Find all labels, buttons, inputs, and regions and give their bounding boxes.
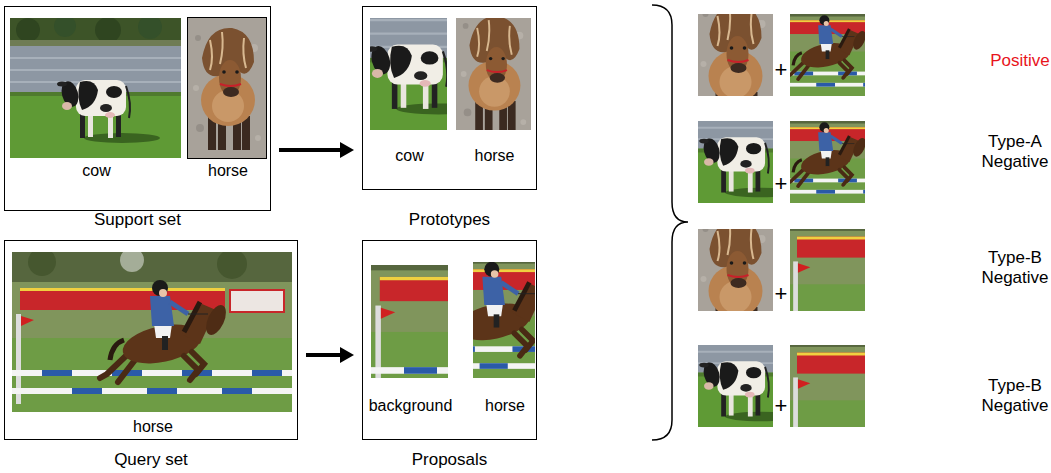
pair-image [790,229,865,311]
pair-image [698,14,773,96]
background-proposal-image [371,265,448,378]
arrow-shaft [279,148,342,152]
flow-arrow [306,347,354,363]
plus-sign: + [771,57,791,83]
arrow-head [340,347,354,363]
horse-proposal-image [473,262,535,378]
label-slot: + [771,171,791,197]
pair-image [790,121,865,203]
label-slot: Positive [970,51,1051,71]
pair-image [698,229,773,311]
pair-image [790,345,865,427]
flow-arrow [279,142,354,158]
image-label: horse [208,161,248,181]
image-tile: horse [13,253,293,439]
image-label: horse [474,146,514,166]
query-photo [12,252,292,412]
pair-image [790,14,865,96]
cow-prototype-image [370,18,447,130]
arrow-head [340,142,354,158]
pair-image [698,121,773,203]
image-label: horse [133,417,173,437]
group-caption: Proposals [363,450,536,470]
image-tile: horse [474,263,536,418]
group-caption: Support set [5,210,270,230]
plus-sign: + [771,393,791,419]
image-label: horse [485,396,525,416]
cow-photo [10,18,181,158]
arrow-shaft [306,353,342,357]
image-label: cow [82,161,110,181]
horse-photo [188,18,266,158]
label-slot: Type-A Negative [965,132,1051,173]
label-slot: Type-B Negative [965,248,1051,289]
negative-label: Type-B Negative [965,248,1051,289]
group-box: Support setcowhorse [4,6,271,211]
label-slot: + [771,393,791,419]
image-tile: cow [371,19,448,168]
image-tile: cow [11,19,182,183]
group-box: Proposalsbackgroundhorse [362,240,537,440]
image-label: background [369,396,453,416]
plus-sign: + [771,281,791,307]
group-caption: Query set [5,450,297,470]
label-slot: + [771,57,791,83]
group-caption: Prototypes [363,210,536,230]
image-label: cow [395,146,423,166]
negative-label: Type-B Negative [965,376,1051,417]
pair-image [698,345,773,427]
plus-sign: + [771,171,791,197]
image-tile: background [372,266,449,418]
label-slot: + [771,281,791,307]
curly-brace [652,5,688,440]
group-box: Query sethorse [4,240,298,440]
horse-prototype-image [456,18,531,130]
negative-label: Type-A Negative [965,132,1051,173]
positive-label: Positive [970,51,1051,71]
image-tile: horse [189,19,267,183]
group-box: Prototypescowhorse [362,6,537,190]
label-slot: Type-B Negative [965,376,1051,417]
image-tile: horse [457,19,532,168]
